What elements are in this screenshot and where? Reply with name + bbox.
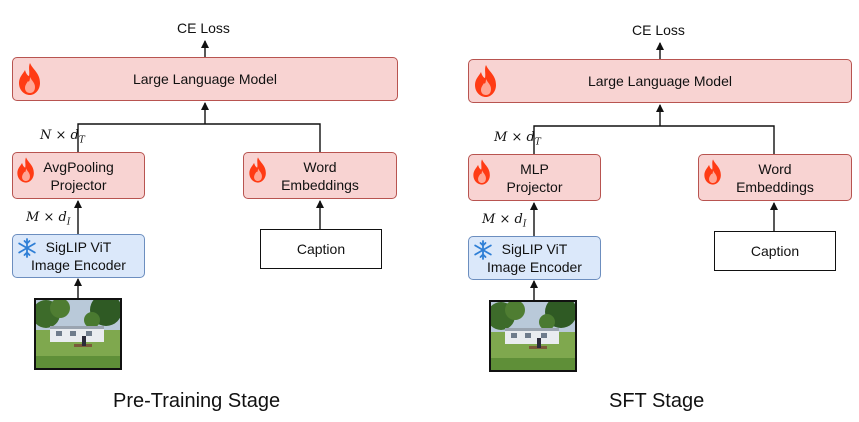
left-projector-line1: AvgPooling <box>43 158 114 175</box>
right-encoder-line2: Image Encoder <box>487 259 582 275</box>
fire-icon <box>473 159 490 185</box>
right-llm-label: Large Language Model <box>587 73 732 89</box>
left-encoder-output-dim: M × dI <box>26 210 71 228</box>
left-merge-line <box>77 123 321 152</box>
left-projector-box: AvgPooling Projector <box>12 152 145 199</box>
right-llm-box: Large Language Model <box>468 59 852 103</box>
left-llm-input-dim: N × dT <box>40 128 85 146</box>
right-projector-line1: MLP <box>520 160 549 177</box>
left-caption-box: Caption <box>260 229 382 269</box>
left-encoder-line1: SigLIP ViT <box>45 239 112 255</box>
left-word-line2: Embeddings <box>281 176 359 193</box>
right-ce-loss-label: CE Loss <box>632 22 685 38</box>
right-caption-box: Caption <box>714 231 836 271</box>
left-projector-line2: Projector <box>50 176 107 193</box>
left-input-image <box>34 298 122 370</box>
right-encoder-line1: SigLIP ViT <box>501 241 568 257</box>
right-input-image <box>489 300 577 372</box>
left-word-line1: Word <box>303 158 337 175</box>
right-word-line2: Embeddings <box>736 178 814 195</box>
right-llm-input-dim: M × dT <box>494 130 541 148</box>
fire-icon <box>704 159 721 185</box>
right-merge-line <box>533 125 775 154</box>
right-projector-line2: Projector <box>506 178 563 195</box>
right-projector-box: MLP Projector <box>468 154 601 201</box>
right-stage-title: SFT Stage <box>609 390 705 412</box>
left-llm-label: Large Language Model <box>132 71 277 87</box>
left-stage-title: Pre-Training Stage <box>113 390 281 412</box>
right-word-line1: Word <box>758 160 792 177</box>
snowflake-icon <box>18 238 36 258</box>
right-caption-label: Caption <box>750 243 800 259</box>
fire-icon <box>17 157 34 183</box>
fire-icon <box>19 63 40 95</box>
left-word-embeddings-box: Word Embeddings <box>243 152 397 199</box>
left-caption-label: Caption <box>296 241 346 257</box>
snowflake-icon <box>474 240 492 260</box>
right-word-embeddings-box: Word Embeddings <box>698 154 852 201</box>
right-image-encoder-box: SigLIP ViT Image Encoder <box>468 236 601 280</box>
fire-icon <box>249 157 266 183</box>
left-llm-box: Large Language Model <box>12 57 398 101</box>
left-ce-loss-label: CE Loss <box>177 20 230 36</box>
fire-icon <box>475 65 496 97</box>
left-encoder-line2: Image Encoder <box>31 257 126 273</box>
left-image-encoder-box: SigLIP ViT Image Encoder <box>12 234 145 278</box>
right-encoder-output-dim: M × dI <box>482 212 527 230</box>
